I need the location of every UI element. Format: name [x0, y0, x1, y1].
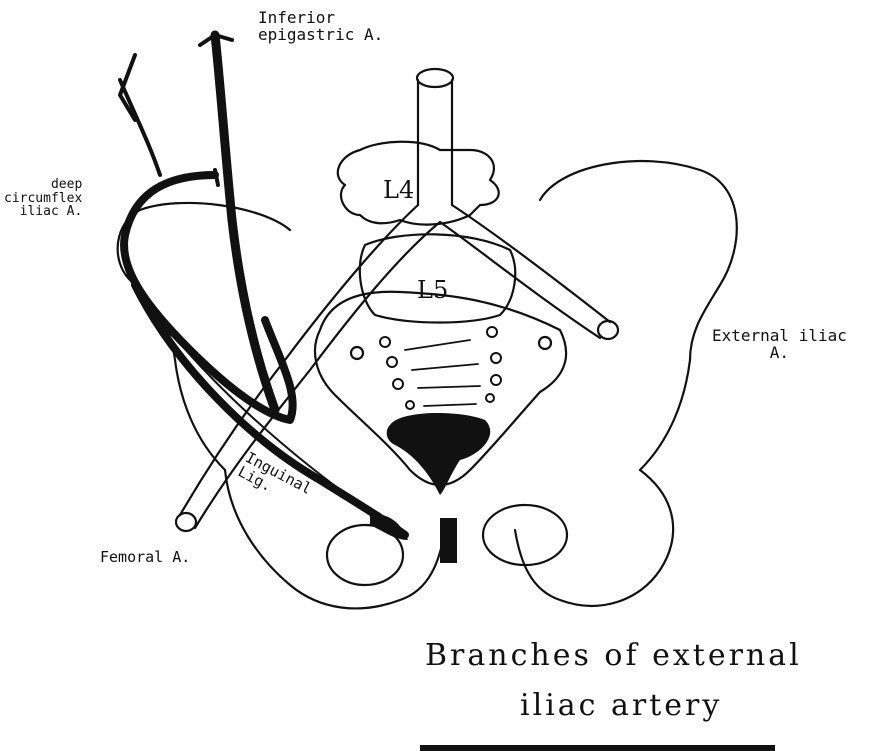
inferior-epigastric-artery — [215, 35, 275, 410]
label-femoral: Femoral A. — [100, 550, 190, 566]
label-inferior-epigastric: Inferior epigastric A. — [258, 10, 383, 44]
label-deep-circumflex-iliac: deep circumflex iliac A. — [4, 178, 82, 219]
right-internal-iliac-stump — [539, 337, 551, 349]
femoral-artery-end — [176, 513, 196, 531]
ligament-attachment-mass — [370, 514, 408, 540]
right-obturator-foramen — [483, 505, 567, 565]
right-iliac-crest — [540, 161, 737, 470]
pubic-symphysis — [440, 518, 457, 563]
sacral-ridges — [405, 340, 480, 406]
label-l4: L4 — [383, 178, 414, 203]
label-external-iliac: External iliac A. — [712, 328, 847, 362]
caption-line-1: Branches of external — [425, 640, 802, 672]
caption-underline — [420, 745, 775, 751]
left-internal-iliac-stump — [351, 347, 363, 359]
caption-line-2: iliac artery — [520, 690, 722, 722]
right-iliac-artery-upper — [452, 205, 610, 322]
rectum-mass — [387, 413, 491, 495]
aorta-lumen — [417, 69, 453, 87]
label-l5: L5 — [417, 278, 448, 303]
external-iliac-end — [598, 321, 618, 339]
